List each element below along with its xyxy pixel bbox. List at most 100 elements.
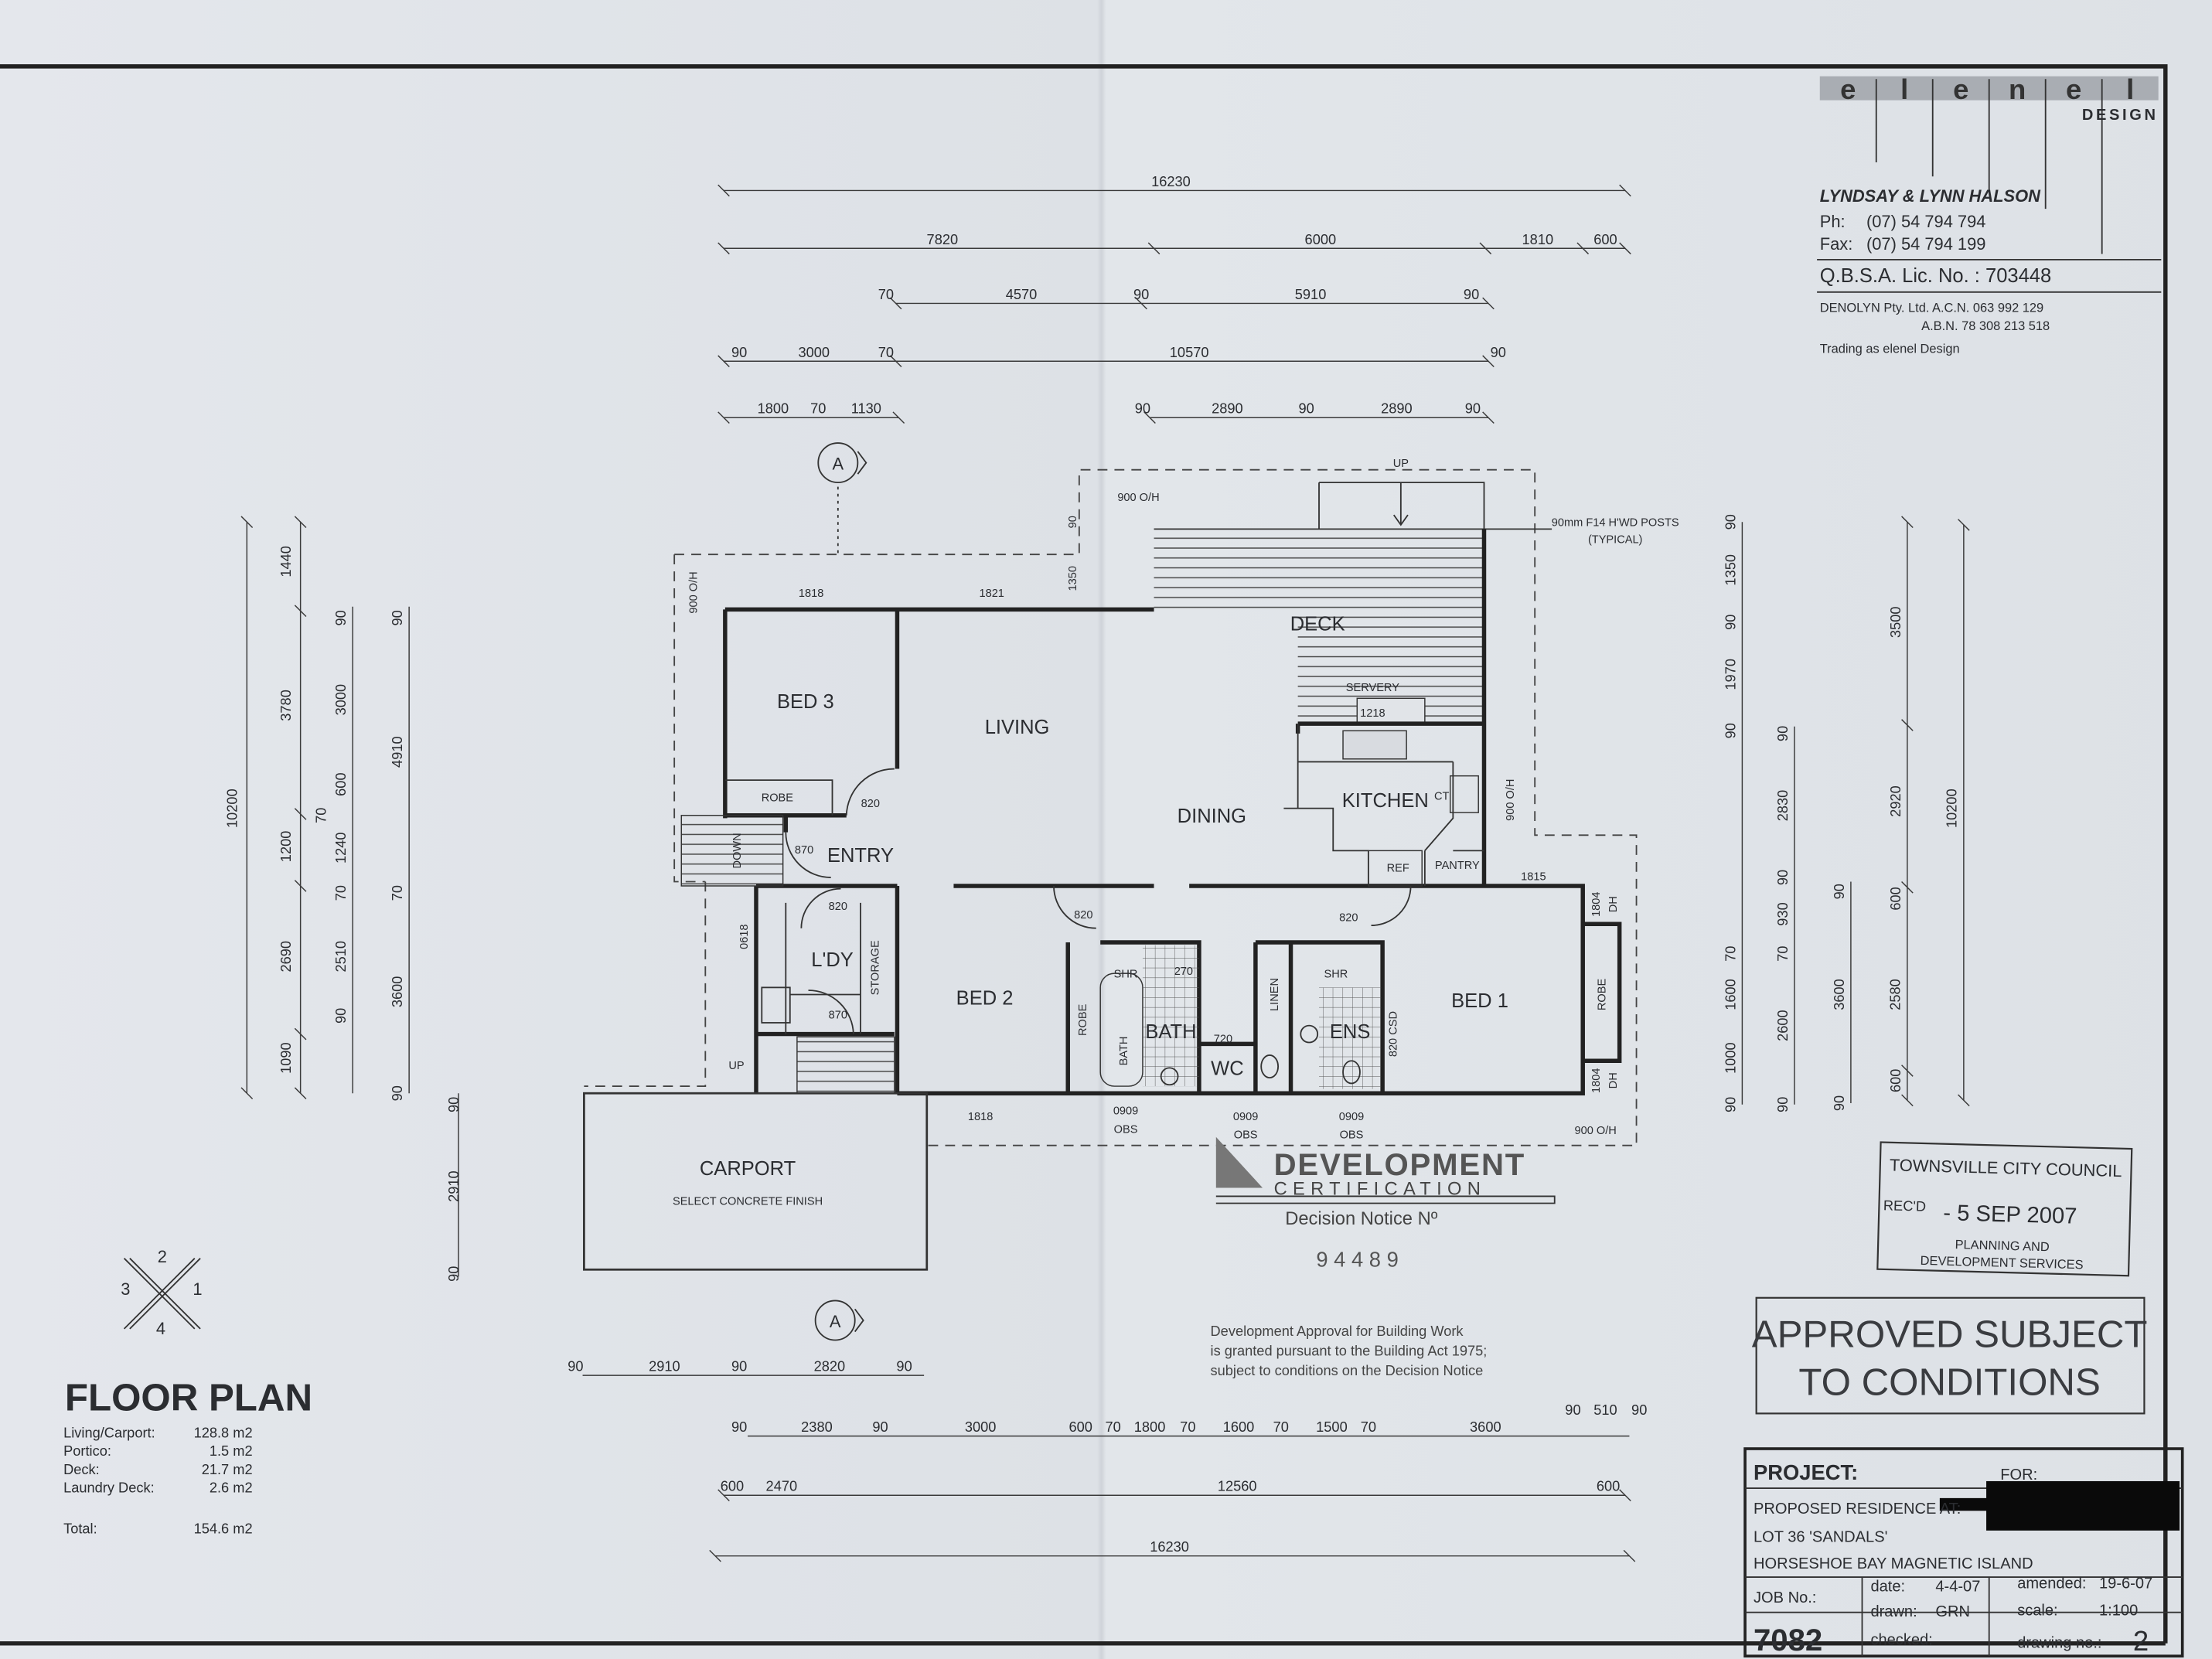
dimension-label: 90 <box>1133 286 1149 302</box>
stairs <box>680 815 895 1094</box>
dimension-label: 600 <box>1069 1419 1092 1435</box>
dimension-label: 2890 <box>1381 400 1413 417</box>
carport-slab <box>583 1092 929 1271</box>
dimension-label: 90 <box>567 1358 583 1375</box>
plan-annotation: 1818 <box>799 588 823 600</box>
room-label-bed1: BED 1 <box>1451 990 1508 1012</box>
room-label-deck: DECK <box>1290 614 1345 635</box>
title-block-date: 4-4-07 <box>1935 1578 1980 1595</box>
dimension-label: 600 <box>1593 231 1617 247</box>
council-stamp-council: TOWNSVILLE CITY COUNCIL <box>1890 1155 2122 1180</box>
council-stamp-frame <box>1876 1141 2133 1277</box>
dimension-label: 70 <box>878 344 894 360</box>
title-block-project-label: PROJECT: <box>1754 1460 1858 1484</box>
dimension-label: 10200 <box>1944 789 1960 828</box>
room-label-kitchen: KITCHEN <box>1342 790 1429 812</box>
plan-annotation: 820 <box>829 901 847 913</box>
approved-stamp-text: APPROVED SUBJECT <box>1752 1313 2148 1356</box>
room-label-laundry: L'DY <box>811 949 854 971</box>
qbsa-license: Q.B.S.A. Lic. No. : 703448 <box>1820 265 2051 287</box>
plan-annotation: 900 O/H <box>1574 1125 1616 1137</box>
plan-annotation: 0909 <box>1339 1111 1364 1123</box>
title-block-location: HORSESHOE BAY MAGNETIC ISLAND <box>1754 1555 2033 1572</box>
plan-annotation: 1818 <box>968 1111 993 1123</box>
title-block-job-no: 7082 <box>1754 1623 1822 1657</box>
room-label-dining: DINING <box>1178 806 1246 827</box>
plan-annotation: 90mm F14 H'WD POSTS <box>1552 517 1679 530</box>
plan-annotation: SHR <box>1324 969 1348 981</box>
deck-hatch <box>1154 529 1484 610</box>
dimension-label: 90 <box>1491 344 1506 360</box>
compass-label: 1 <box>193 1279 202 1299</box>
dimension-label: 90 <box>389 1085 405 1101</box>
logo-subtitle: DESIGN <box>2082 107 2159 124</box>
basin-icon <box>1160 1067 1179 1086</box>
dimension-label: 1130 <box>851 400 881 417</box>
fridge-space <box>1368 850 1423 887</box>
council-stamp-recd-date: - 5 SEP 2007 <box>1943 1201 2077 1229</box>
servery-counter <box>1356 697 1426 724</box>
dimension-label: 90 <box>1831 1095 1847 1111</box>
dimension-label: 1800 <box>1134 1419 1166 1435</box>
dimension-label: 600 <box>1887 887 1904 910</box>
dimension-label: 6000 <box>1305 231 1337 247</box>
plan-annotation: 900 O/H <box>1505 779 1517 821</box>
dimension-label: 1350 <box>1722 554 1738 586</box>
dimension-label: 3600 <box>1470 1419 1501 1435</box>
dimension-label: 3000 <box>332 684 349 716</box>
plan-annotation: UP <box>1393 458 1409 470</box>
company-abn: A.B.N. 78 308 213 518 <box>1921 319 2050 333</box>
dimension-label: 70 <box>1105 1419 1120 1435</box>
title-block-date-label: date: <box>1870 1578 1905 1595</box>
dimension-label: 90 <box>1774 870 1791 885</box>
council-stamp-dept-line1: PLANNING AND <box>1955 1238 2050 1254</box>
plan-annotation: 1804 <box>1590 891 1603 916</box>
dimension-label: 90 <box>1465 400 1481 417</box>
dimension-label: 3600 <box>389 976 405 1008</box>
dimension-label: 90 <box>731 1419 747 1435</box>
dimension-label: 90 <box>896 1358 912 1375</box>
plan-annotation: 90 <box>1067 516 1079 528</box>
dimension-label: 1440 <box>278 546 294 577</box>
total-value: 154.6 m2 <box>194 1520 253 1536</box>
dimension-label: 2510 <box>332 941 349 973</box>
plan-annotation: UP <box>728 1060 744 1072</box>
dimension-label: 16230 <box>1150 1538 1189 1555</box>
door-swings <box>785 768 1412 1034</box>
plan-annotation: DH <box>1607 896 1620 912</box>
dimension-label: 3000 <box>799 344 830 360</box>
plan-annotation: 820 <box>1339 912 1358 925</box>
plan-annotation: 1218 <box>1360 707 1385 720</box>
approved-stamp-frame <box>1755 1296 2146 1415</box>
room-label-wc: WC <box>1211 1058 1244 1079</box>
plan-annotation: (TYPICAL) <box>1588 534 1642 547</box>
plan-annotation: 720 <box>1214 1034 1232 1046</box>
dimension-label: 2910 <box>649 1358 680 1375</box>
company-acn: DENOLYN Pty. Ltd. A.C.N. 063 992 129 <box>1820 301 2043 315</box>
toilet-icon <box>1342 1060 1361 1085</box>
approved-stamp-text: TO CONDITIONS <box>1798 1361 2100 1404</box>
plan-annotation: 1821 <box>979 588 1004 600</box>
dimension-label: 70 <box>878 286 894 302</box>
compass-label: 3 <box>121 1279 130 1299</box>
logo-letter: e <box>2066 73 2081 105</box>
plan-annotation: DH <box>1607 1072 1620 1088</box>
plan-annotation: 0618 <box>738 924 751 949</box>
logo-letter: e <box>1840 73 1856 105</box>
dimension-label: 16230 <box>1151 173 1191 189</box>
dimension-label: 70 <box>1774 945 1791 961</box>
bath-tiles <box>1142 945 1199 1087</box>
approval-text: Development Approval for Building Work <box>1211 1323 1464 1339</box>
ensuite-tiles <box>1319 987 1382 1089</box>
plan-annotation: STORAGE <box>870 940 882 995</box>
room-label-bed3: BED 3 <box>777 691 834 713</box>
room-label-entry: ENTRY <box>827 845 894 867</box>
dimension-label: 2380 <box>801 1419 833 1435</box>
trading-name: Trading as elenel Design <box>1820 342 1960 356</box>
sheet-border <box>0 64 2168 1646</box>
laundry-tub-icon <box>761 986 791 1024</box>
section-marker-label: A <box>830 1312 841 1331</box>
plan-annotation: 870 <box>829 1009 847 1021</box>
